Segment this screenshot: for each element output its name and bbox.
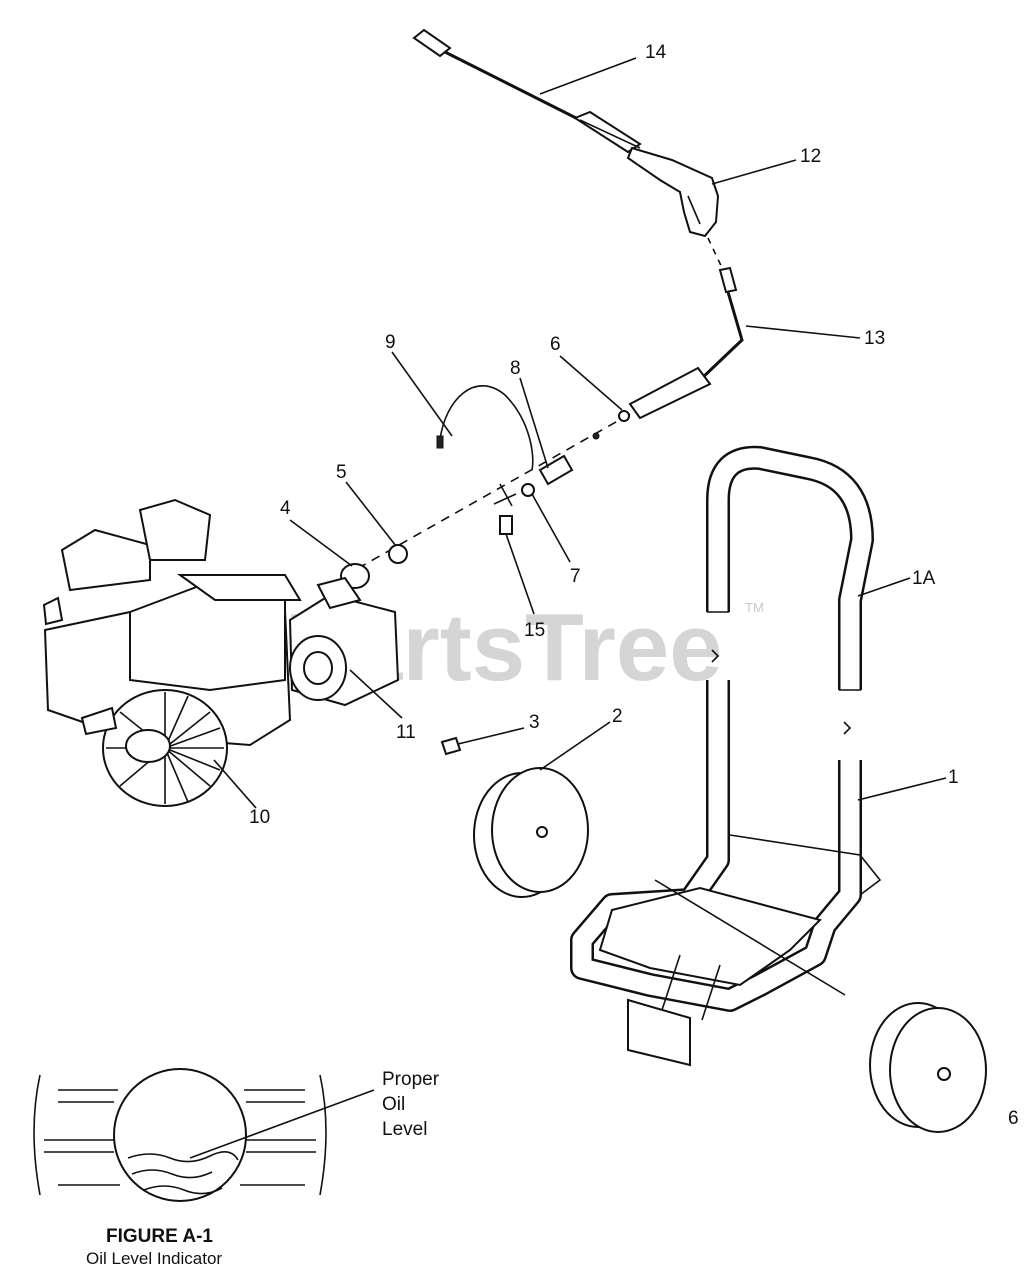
callout-1: 1 bbox=[948, 767, 959, 788]
oil-level-inset bbox=[33, 1068, 375, 1202]
spray-wand bbox=[412, 28, 642, 154]
callout-6: 6 bbox=[550, 334, 561, 355]
wheel-2 bbox=[473, 767, 589, 898]
figure-subtitle: Oil Level Indicator bbox=[86, 1249, 222, 1268]
callout-7: 7 bbox=[570, 566, 581, 587]
callout-5: 5 bbox=[336, 462, 347, 483]
callout-2: 2 bbox=[612, 706, 623, 727]
corner-mark: 6 bbox=[1008, 1108, 1019, 1129]
callout-12: 12 bbox=[800, 146, 821, 167]
callout-3: 3 bbox=[529, 712, 540, 733]
wheel-right bbox=[869, 1002, 987, 1133]
spray-gun bbox=[626, 146, 720, 238]
callout-14: 14 bbox=[645, 42, 667, 63]
bolt-handle-right bbox=[843, 721, 852, 735]
part-15 bbox=[499, 515, 513, 535]
callout-8: 8 bbox=[510, 358, 521, 379]
callout-9: 9 bbox=[385, 332, 396, 353]
callout-10: 10 bbox=[249, 807, 270, 828]
high-pressure-hose bbox=[628, 266, 744, 420]
callout-11: 11 bbox=[396, 722, 416, 743]
watermark-trademark: TM bbox=[745, 600, 764, 615]
callout-15: 15 bbox=[524, 620, 545, 641]
chemical-hose bbox=[439, 385, 534, 471]
part-5 bbox=[388, 544, 408, 564]
frame-1 bbox=[570, 680, 882, 1067]
fitting-7 bbox=[521, 483, 535, 497]
pump bbox=[288, 576, 400, 707]
part-3-bolt bbox=[440, 736, 462, 756]
callout-4: 4 bbox=[280, 498, 291, 519]
figure-title: FIGURE A-1 bbox=[106, 1226, 213, 1247]
inset-label-line3: Level bbox=[382, 1119, 427, 1140]
nipple-6 bbox=[618, 410, 630, 422]
leader-lines bbox=[213, 57, 947, 809]
callout-13: 13 bbox=[864, 328, 885, 349]
coupler-8 bbox=[538, 454, 574, 486]
handle-1a bbox=[706, 445, 874, 691]
callout-1a: 1A bbox=[912, 568, 936, 589]
inset-label-line1: Proper bbox=[382, 1069, 440, 1090]
engine bbox=[42, 498, 302, 807]
bolt-handle-left bbox=[711, 649, 720, 663]
inset-label-line2: Oil bbox=[382, 1094, 405, 1115]
